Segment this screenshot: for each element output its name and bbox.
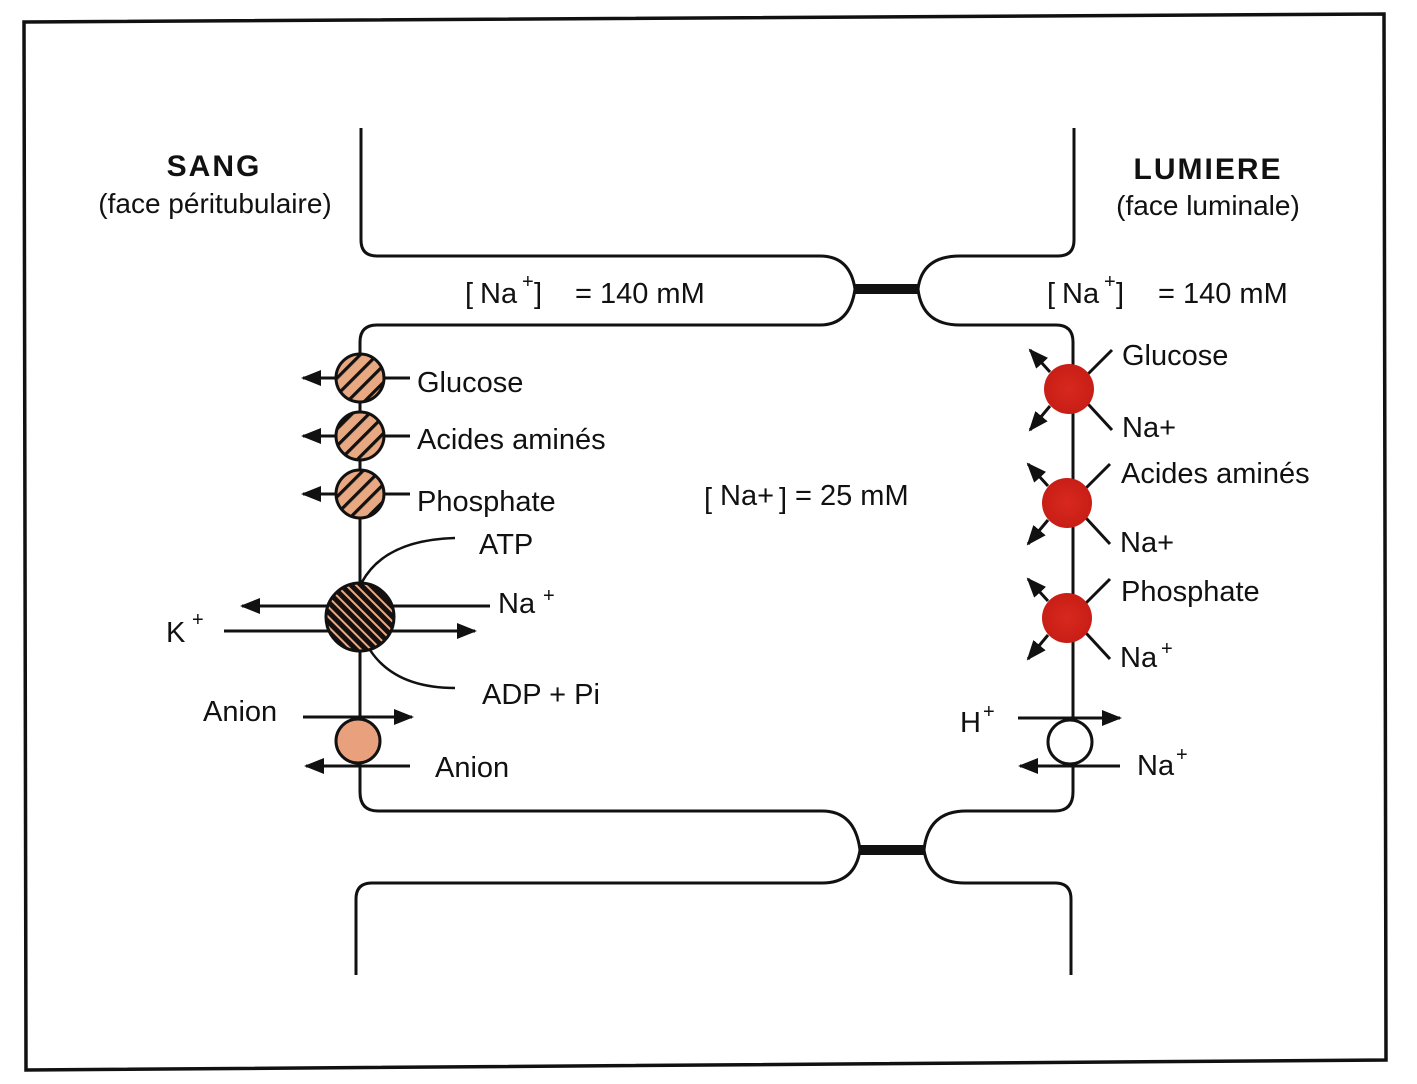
svg-text:ATP: ATP: [479, 529, 533, 561]
luminal-na-h-antiporter: H + Na +: [960, 701, 1188, 782]
upper-cell-outline: [359, 128, 1076, 290]
pump-icon: [324, 581, 396, 653]
svg-text:Glucose: Glucose: [417, 367, 523, 399]
blood-na-concentration: [ Na + ] = 140 mM: [465, 271, 705, 310]
na-k-atpase-pump: ATP ADP + Pi Na + K +: [166, 529, 600, 711]
svg-text:Phosphate: Phosphate: [1121, 576, 1260, 608]
blood-side-title: SANG: [167, 150, 262, 183]
luminal-phosphate-na-symporter: Phosphate Na +: [1026, 576, 1260, 674]
blood-side-subtitle: (face péritubulaire): [98, 188, 331, 219]
basolateral-amino-acid-transporter: Acides aminés: [301, 410, 606, 462]
svg-text:= 140 mM: = 140 mM: [1158, 278, 1288, 310]
svg-text:Na: Na: [1120, 642, 1158, 674]
svg-text:+: +: [522, 271, 534, 293]
svg-text:ADP + Pi: ADP + Pi: [482, 679, 600, 711]
svg-text:= 140 mM: = 140 mM: [575, 278, 705, 310]
svg-text:Acides aminés: Acides aminés: [1121, 458, 1310, 490]
svg-text:+: +: [983, 701, 995, 723]
svg-text:Phosphate: Phosphate: [417, 486, 556, 518]
luminal-glucose-na-symporter: Glucose Na+: [1028, 340, 1228, 444]
cell-na-concentration: [ Na+ ] = 25 mM: [704, 480, 909, 515]
anion-exchanger-icon: [334, 717, 382, 765]
svg-text:Na: Na: [1137, 750, 1175, 782]
svg-text:= 25 mM: = 25 mM: [795, 480, 909, 512]
svg-text:Anion: Anion: [203, 696, 277, 728]
svg-text:H: H: [960, 707, 981, 739]
svg-text:Na: Na: [480, 278, 518, 310]
main-cell-outline: [358, 288, 1075, 851]
svg-text:Na+: Na+: [1120, 527, 1174, 559]
svg-text:+: +: [1176, 744, 1188, 766]
basolateral-phosphate-transporter: Phosphate: [301, 468, 556, 520]
antiporter-icon: [1046, 718, 1094, 766]
svg-text:Acides aminés: Acides aminés: [417, 424, 606, 456]
svg-text:Na+: Na+: [720, 480, 774, 512]
basolateral-anion-exchanger: Anion Anion: [203, 696, 509, 784]
figure-frame: [22, 12, 1388, 1072]
hatched-uniporter-icon: [334, 410, 386, 462]
hatched-uniporter-icon: [334, 352, 386, 404]
svg-text:K: K: [166, 617, 186, 649]
symporter-icon: [1044, 364, 1094, 414]
svg-text:+: +: [1104, 271, 1116, 293]
svg-text:]: ]: [779, 483, 787, 515]
svg-text:]: ]: [1116, 278, 1124, 310]
svg-text:]: ]: [534, 278, 542, 310]
svg-text:[: [: [1047, 278, 1055, 310]
basolateral-glucose-transporter: Glucose: [301, 352, 523, 404]
svg-text:Na: Na: [1062, 278, 1100, 310]
svg-text:Glucose: Glucose: [1122, 340, 1228, 372]
svg-text:Na+: Na+: [1122, 412, 1176, 444]
lumen-na-concentration: [ Na + ] = 140 mM: [1047, 271, 1288, 310]
svg-text:+: +: [1161, 638, 1173, 660]
lumen-side-subtitle: (face luminale): [1116, 190, 1300, 221]
svg-text:[: [: [465, 278, 473, 310]
lower-cell-outline: [354, 849, 1073, 975]
symporter-icon: [1042, 593, 1092, 643]
svg-text:Anion: Anion: [435, 752, 509, 784]
svg-text:+: +: [543, 585, 555, 607]
symporter-icon: [1042, 478, 1092, 528]
svg-text:+: +: [192, 609, 204, 631]
svg-text:Na: Na: [498, 588, 536, 620]
lumen-side-title: LUMIERE: [1134, 153, 1283, 186]
hatched-uniporter-icon: [334, 468, 386, 520]
svg-text:[: [: [704, 483, 712, 515]
luminal-amino-acid-na-symporter: Acides aminés Na+: [1026, 458, 1310, 559]
